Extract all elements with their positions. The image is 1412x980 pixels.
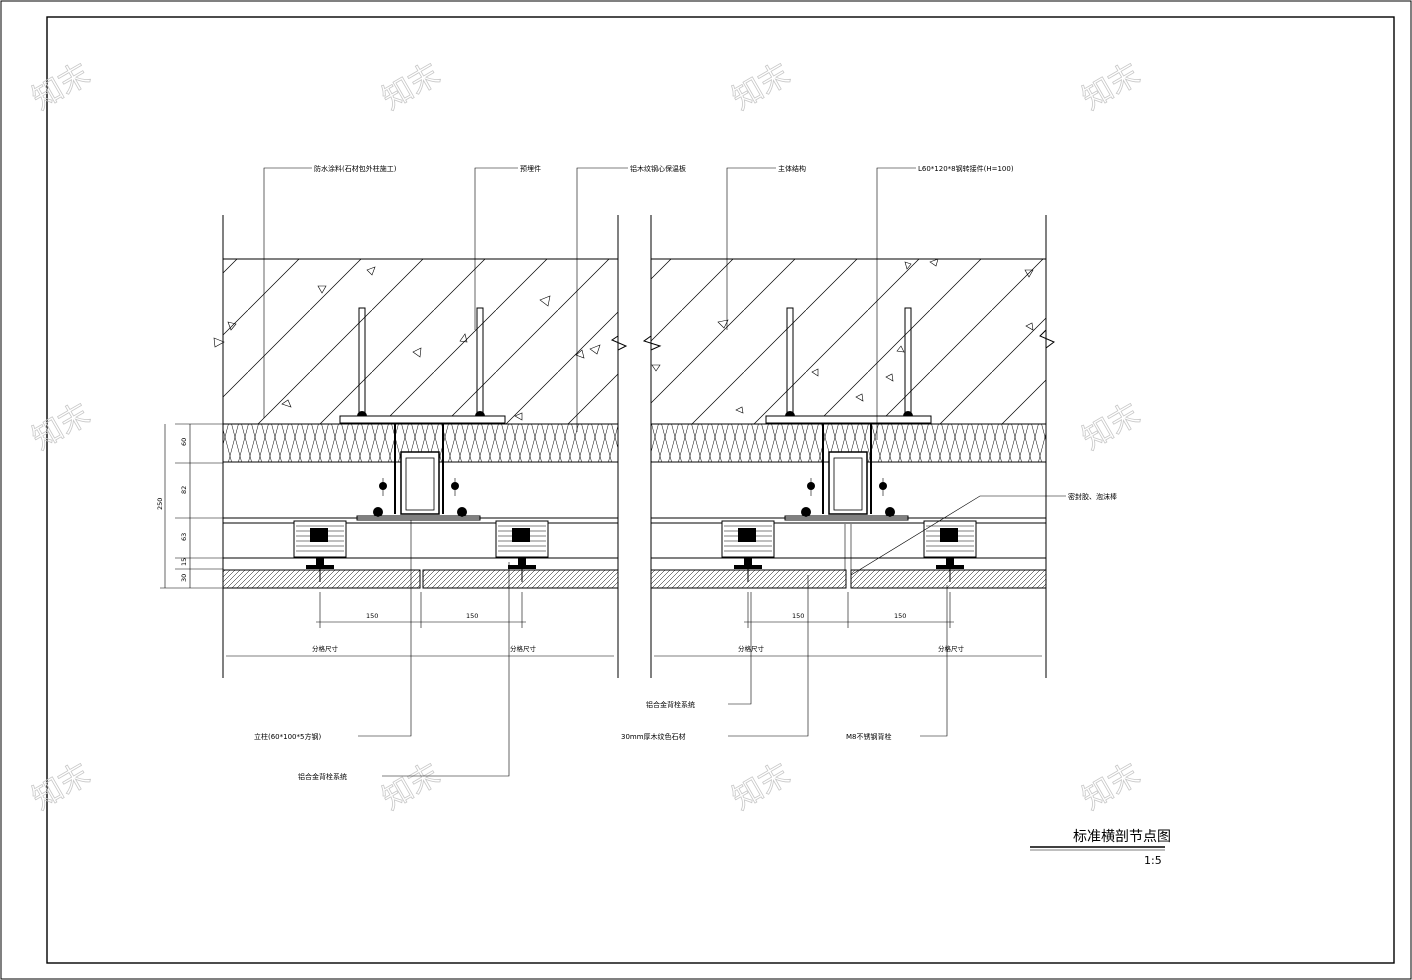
svg-text:82: 82 bbox=[180, 486, 188, 494]
callout-waterproof: 防水涂料(石材包外柱施工) bbox=[314, 164, 397, 173]
callout-steel-bracket: L60*120*8钢转接件(H=100) bbox=[918, 164, 1014, 173]
bottom-callouts: 立柱(60*100*5方钢) 铝合金背栓系统 铝合金背栓系统 30mm厚木纹色石… bbox=[254, 520, 948, 781]
right-section: 150 150 分格尺寸 分格尺寸 bbox=[642, 215, 1055, 678]
callout-stone: 30mm厚木纹色石材 bbox=[621, 732, 686, 741]
stone-panel bbox=[422, 569, 619, 589]
dim-label: 150 bbox=[792, 612, 804, 620]
dim-label: 150 bbox=[894, 612, 906, 620]
svg-text:30: 30 bbox=[180, 574, 188, 582]
right-callout: 密封胶、泡沫棒 bbox=[850, 492, 1117, 576]
back-bolt-system-left bbox=[721, 520, 775, 582]
drawing-scale: 1:5 bbox=[1144, 854, 1162, 867]
title-block: 标准横剖节点图 1:5 bbox=[1030, 829, 1171, 867]
svg-text:知末: 知末 bbox=[1077, 57, 1146, 117]
dim-label: 分格尺寸 bbox=[312, 644, 339, 653]
svg-text:60: 60 bbox=[180, 438, 188, 446]
left-section: 150 150 分格尺寸 分格尺寸 bbox=[213, 215, 628, 678]
callout-sealant: 密封胶、泡沫棒 bbox=[1068, 492, 1117, 501]
back-bolt-system-right bbox=[495, 520, 549, 582]
dim-label: 150 bbox=[466, 612, 478, 620]
callout-insulation: 铝木纹钢心保温板 bbox=[630, 164, 686, 173]
callout-back-bolt: 铝合金背栓系统 bbox=[646, 700, 695, 709]
svg-text:知末: 知末 bbox=[727, 757, 796, 817]
dim-label: 150 bbox=[366, 612, 378, 620]
callout-embedded-part: 预埋件 bbox=[520, 164, 541, 173]
steel-column bbox=[828, 451, 868, 515]
dim-label: 分格尺寸 bbox=[510, 644, 537, 653]
svg-text:知末: 知末 bbox=[1077, 757, 1146, 817]
back-bolt-system-left bbox=[293, 520, 347, 582]
steel-bracket bbox=[394, 424, 444, 514]
svg-text:250: 250 bbox=[156, 498, 164, 510]
callout-main-structure: 主体结构 bbox=[778, 164, 806, 173]
break-line bbox=[610, 215, 628, 678]
svg-text:63: 63 bbox=[180, 533, 188, 541]
steel-column bbox=[400, 451, 440, 515]
callout-column: 立柱(60*100*5方钢) bbox=[254, 732, 321, 741]
concrete-structure bbox=[650, 258, 1047, 425]
svg-text:知末: 知末 bbox=[377, 57, 446, 117]
concrete-structure bbox=[222, 258, 619, 425]
callout-bolt: M8不锈钢背栓 bbox=[846, 732, 892, 741]
svg-text:知末: 知末 bbox=[1077, 397, 1146, 457]
svg-text:15: 15 bbox=[180, 558, 188, 566]
vertical-dimensions: 60 82 63 15 30 250 bbox=[156, 423, 223, 589]
embedded-plate bbox=[339, 415, 506, 424]
svg-text:知末: 知末 bbox=[727, 57, 796, 117]
drawing-frame bbox=[46, 16, 1395, 964]
embedded-plate bbox=[765, 415, 932, 424]
svg-text:知末: 知末 bbox=[377, 757, 446, 817]
stone-panel bbox=[850, 569, 1047, 589]
top-callouts: 防水涂料(石材包外柱施工) 预埋件 铝木纹钢心保温板 主体结构 L60*120*… bbox=[263, 164, 1014, 440]
svg-text:知末: 知末 bbox=[27, 397, 96, 457]
back-bolt-system-right bbox=[923, 520, 977, 582]
stone-panel bbox=[650, 569, 847, 589]
svg-text:知末: 知末 bbox=[27, 757, 96, 817]
dim-label: 分格尺寸 bbox=[938, 644, 965, 653]
stone-panel bbox=[222, 569, 421, 589]
callout-back-bolt: 铝合金背栓系统 bbox=[298, 772, 347, 781]
drawing-title: 标准横剖节点图 bbox=[1073, 829, 1171, 845]
svg-text:知末: 知末 bbox=[27, 57, 96, 117]
